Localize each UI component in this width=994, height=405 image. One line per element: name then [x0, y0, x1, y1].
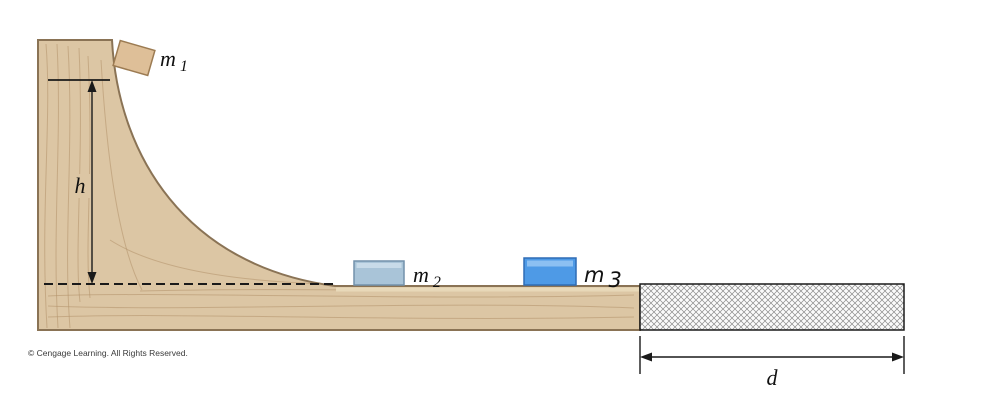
distance-arrowhead-right: [892, 352, 904, 362]
wood-grain-line: [47, 304, 635, 309]
block-m1: [112, 39, 156, 77]
block-m2-label: m 2: [413, 262, 441, 291]
distance-label: d: [767, 365, 779, 390]
wood-grain-line: [67, 45, 71, 329]
wood-grain-line: [109, 239, 331, 285]
block-m2-highlight: [356, 263, 402, 268]
wood-grain-line: [100, 59, 143, 291]
wood-grain-line: [47, 315, 635, 319]
block-m1-label: m 1: [160, 46, 188, 75]
rough-surface: [639, 283, 905, 331]
height-label-bg: [71, 174, 90, 198]
block-m3-highlight: [527, 260, 573, 267]
copyright-text: © Cengage Learning. All Rights Reserved.: [28, 348, 188, 358]
height-label: h: [75, 173, 86, 198]
block-m3-label: m 3: [584, 263, 622, 292]
distance-arrowhead-left: [640, 352, 652, 362]
height-arrowhead-bottom: [87, 272, 97, 284]
height-arrowhead-top: [87, 80, 97, 92]
wood-grain-line: [47, 294, 635, 298]
ramp-wood-body: [37, 39, 641, 331]
surface-top-face: [336, 287, 639, 292]
